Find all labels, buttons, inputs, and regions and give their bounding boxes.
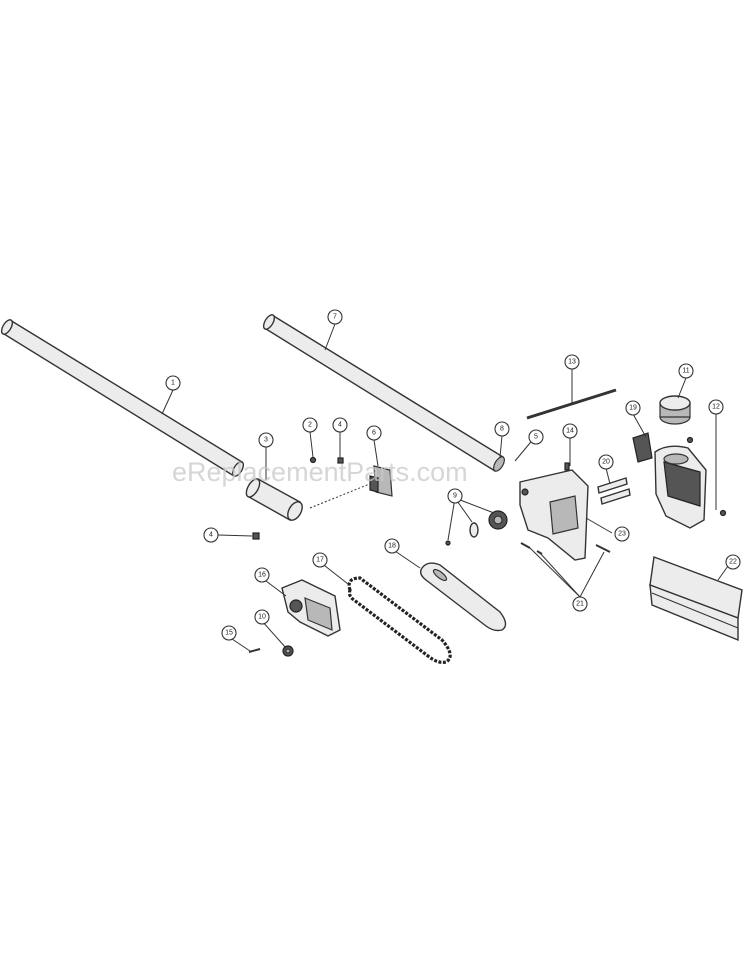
tank-screw xyxy=(686,436,727,517)
callout-2: 2 xyxy=(302,417,318,433)
svg-text:7: 7 xyxy=(333,314,337,321)
svg-text:22: 22 xyxy=(729,559,737,566)
sprocket-cover xyxy=(281,579,341,637)
callout-10: 10 xyxy=(254,609,270,625)
coupler-sleeve xyxy=(245,478,303,521)
svg-text:21: 21 xyxy=(576,601,584,608)
callout-9: 9 xyxy=(447,488,463,504)
callout-20: 20 xyxy=(598,454,614,470)
callout-12: 12 xyxy=(708,399,724,415)
pins xyxy=(597,477,631,505)
svg-text:1: 1 xyxy=(171,380,175,387)
callout-4-lower: 4 xyxy=(203,527,219,543)
callout-13: 13 xyxy=(564,354,580,370)
screw-2 xyxy=(309,456,317,464)
callout-22: 22 xyxy=(725,554,741,570)
callout-8: 8 xyxy=(494,421,510,437)
oil-tank xyxy=(654,445,707,529)
guide-bar xyxy=(419,562,507,632)
callout-7: 7 xyxy=(327,309,343,325)
callout-19: 19 xyxy=(625,400,641,416)
svg-text:17: 17 xyxy=(316,557,324,564)
tube-connector xyxy=(309,465,393,509)
callout-17: 17 xyxy=(312,552,328,568)
leader-lines xyxy=(161,323,729,652)
svg-text:10: 10 xyxy=(258,614,266,621)
screw-set-21 xyxy=(520,542,611,555)
svg-text:12: 12 xyxy=(712,404,720,411)
callout-15: 15 xyxy=(221,625,237,641)
svg-text:8: 8 xyxy=(500,426,504,433)
svg-text:5: 5 xyxy=(534,434,538,441)
sprocket xyxy=(445,510,508,546)
callout-21: 21 xyxy=(572,596,588,612)
svg-text:11: 11 xyxy=(682,368,689,375)
svg-text:6: 6 xyxy=(372,430,376,437)
svg-text:23: 23 xyxy=(618,531,626,538)
svg-text:18: 18 xyxy=(388,543,396,550)
svg-text:2: 2 xyxy=(308,422,312,429)
svg-text:4: 4 xyxy=(338,422,342,429)
callout-14: 14 xyxy=(562,423,578,439)
bar-scabbard xyxy=(649,556,743,642)
svg-text:14: 14 xyxy=(566,428,574,435)
cover-screw xyxy=(248,648,261,653)
callout-1: 1 xyxy=(165,375,181,391)
cover-knob xyxy=(282,645,294,657)
svg-text:15: 15 xyxy=(225,630,233,637)
callout-3: 3 xyxy=(258,432,274,448)
gear-housing xyxy=(519,462,589,561)
svg-text:3: 3 xyxy=(264,437,268,444)
oil-pump xyxy=(632,432,653,463)
watermark-text: eReplacementParts.com xyxy=(172,457,468,487)
oil-cap xyxy=(659,395,691,425)
callout-23: 23 xyxy=(614,526,630,542)
callout-11: 11 xyxy=(678,363,694,379)
nut-4-lower xyxy=(252,532,260,540)
svg-text:9: 9 xyxy=(453,493,457,500)
svg-text:16: 16 xyxy=(258,572,266,579)
svg-text:20: 20 xyxy=(602,459,610,466)
svg-text:19: 19 xyxy=(629,405,637,412)
pole-tube-lower xyxy=(0,318,245,477)
callout-16: 16 xyxy=(254,567,270,583)
svg-text:13: 13 xyxy=(568,359,576,366)
callout-4-upper: 4 xyxy=(332,417,348,433)
svg-text:4: 4 xyxy=(209,532,213,539)
callout-6: 6 xyxy=(366,425,382,441)
callout-18: 18 xyxy=(384,538,400,554)
saw-chain xyxy=(347,576,452,664)
callout-5: 5 xyxy=(528,429,544,445)
pole-tube-upper xyxy=(262,313,505,472)
